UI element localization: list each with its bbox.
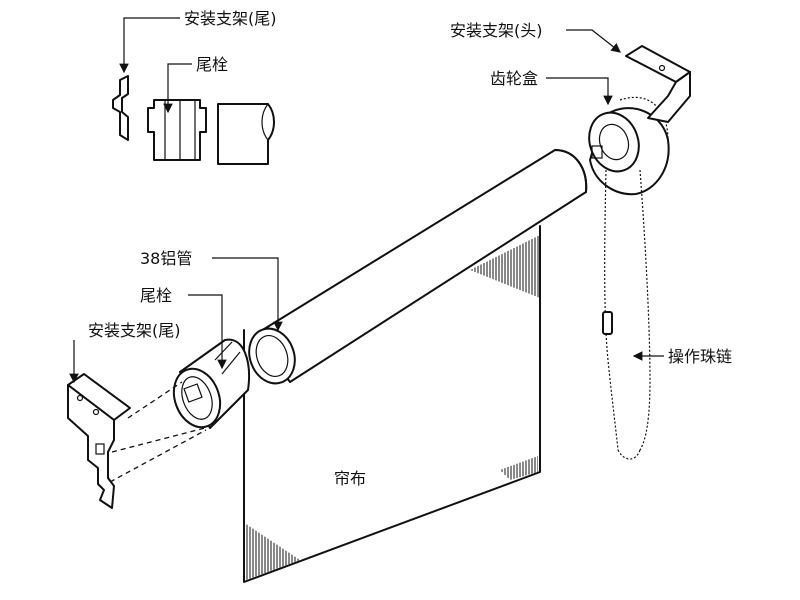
small-end-plug — [147, 99, 207, 161]
end-plug — [172, 338, 250, 429]
aluminium-tube — [248, 149, 588, 385]
label-bracket-tail: 安装支架(尾) — [88, 321, 181, 340]
label-end-plug-top: 尾栓 — [196, 55, 228, 74]
label-end-plug: 尾栓 — [140, 286, 172, 305]
label-bead-chain: 操作珠链 — [668, 347, 732, 366]
label-tube-38: 38铝管 — [140, 249, 192, 268]
small-tube-section — [217, 103, 275, 165]
leader-lines — [69, 17, 664, 384]
label-bracket-tail-top: 安装支架(尾) — [184, 9, 277, 28]
small-tail-bracket — [112, 75, 129, 141]
bead-chain — [602, 169, 651, 460]
gear-box — [588, 96, 670, 196]
head-bracket — [625, 45, 691, 123]
label-fabric: 帘布 — [334, 469, 366, 488]
label-bracket-head: 安装支架(头) — [450, 21, 543, 40]
blind-fabric — [243, 225, 541, 583]
label-gear-box: 齿轮盒 — [490, 69, 538, 88]
tail-bracket — [67, 373, 131, 509]
alignment-dashes — [109, 381, 207, 483]
